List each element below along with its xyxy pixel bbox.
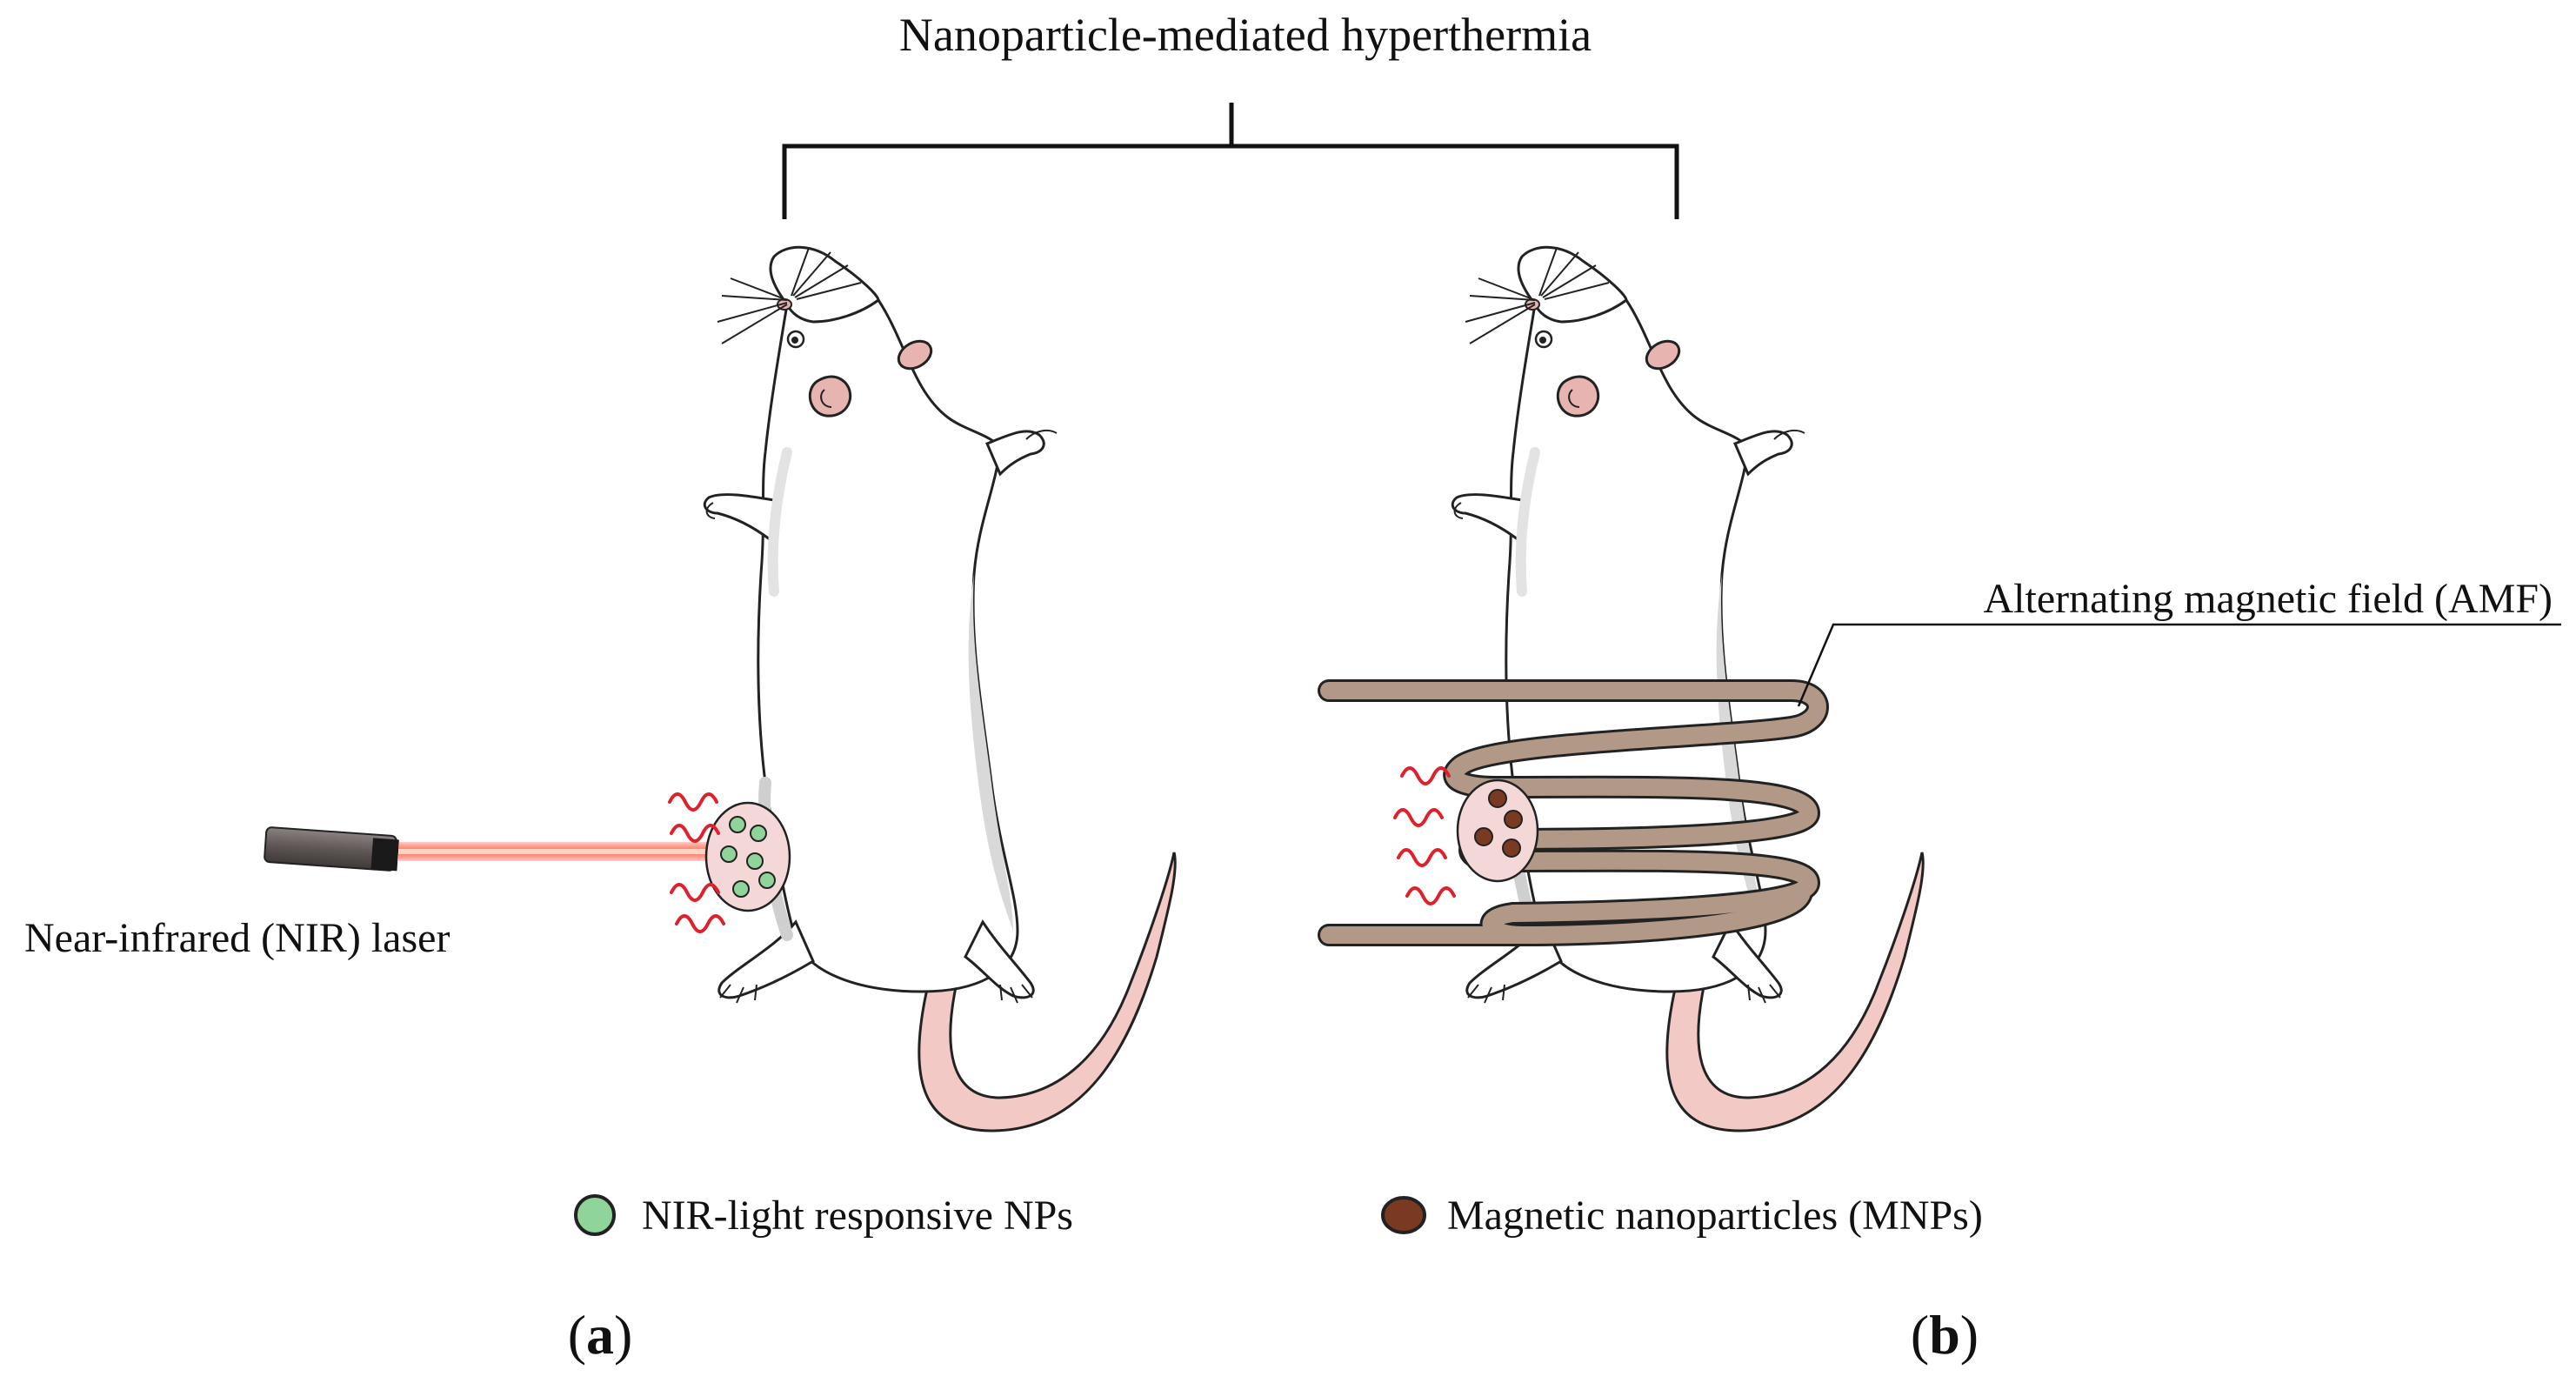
amf-label: Alternating magnetic field (AMF) bbox=[1984, 576, 2553, 622]
mnp-dot bbox=[1502, 838, 1521, 858]
legend-nir-np-swatch bbox=[574, 1194, 616, 1236]
nir-np-dot bbox=[720, 845, 737, 863]
heat-waves-b bbox=[1393, 766, 1456, 905]
panel-b-label: (b) bbox=[1911, 1304, 1979, 1366]
tumor-a bbox=[704, 801, 791, 912]
nir-np-dot bbox=[746, 852, 764, 870]
nir-np-dot bbox=[758, 872, 776, 889]
nir-np-dot bbox=[750, 825, 767, 842]
title-bracket bbox=[782, 103, 1679, 219]
mnp-dot bbox=[1474, 827, 1493, 846]
nir-np-dot bbox=[729, 816, 746, 833]
panel-a-label: (a) bbox=[568, 1304, 633, 1366]
rat-a bbox=[704, 247, 1175, 1131]
mnp-dot bbox=[1488, 789, 1507, 808]
legend-mnp-swatch bbox=[1381, 1196, 1426, 1234]
panel-a: Near-infrared (NIR) laser (a) bbox=[24, 247, 1175, 1366]
panel-b: Alternating magnetic field (AMF) (b) bbox=[1318, 247, 2561, 1366]
legend-nir-np-label: NIR-light responsive NPs bbox=[642, 1193, 1073, 1239]
figure-title: Nanoparticle-mediated hyperthermia bbox=[899, 9, 1592, 61]
legend-mnp-label: Magnetic nanoparticles (MNPs) bbox=[1447, 1193, 1983, 1239]
laser-beam bbox=[398, 842, 711, 861]
nir-laser-icon bbox=[264, 826, 399, 872]
legend: NIR-light responsive NPs Magnetic nanopa… bbox=[574, 1193, 1983, 1239]
amf-leader-line bbox=[1797, 623, 2561, 707]
nir-np-dot bbox=[732, 880, 750, 898]
mnp-dot bbox=[1504, 810, 1523, 829]
tumor-b bbox=[1456, 778, 1539, 883]
laser-label: Near-infrared (NIR) laser bbox=[24, 915, 450, 961]
